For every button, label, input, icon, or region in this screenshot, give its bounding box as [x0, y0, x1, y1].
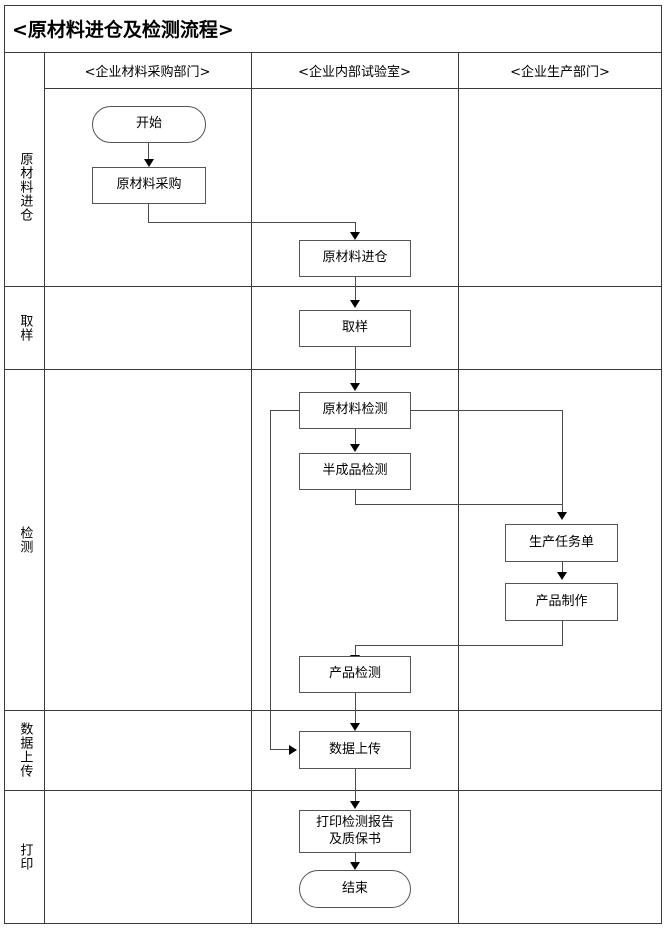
grid-hline-row1 [5, 286, 662, 287]
edge-manufacture-to-producttest-v2 [354, 645, 356, 658]
edge-rawtest-to-order-h [410, 410, 563, 412]
grid-vline-col2 [458, 53, 459, 924]
grid-hline-row4 [5, 790, 662, 791]
edge-start-to-purchase-arrow [143, 159, 154, 167]
node-sampling[interactable]: 取样 [299, 310, 411, 347]
edge-intake-to-sampling-arrow [350, 300, 361, 308]
node-product-test[interactable]: 产品检测 [299, 656, 411, 693]
edge-semitest-down-v [354, 490, 356, 505]
row-label-printing: 打印 [5, 790, 44, 924]
diagram-title: <原材料进仓及检测流程> [12, 19, 234, 41]
node-raw-material-intake[interactable]: 原材料进仓 [299, 240, 411, 277]
edge-print-to-end-line [354, 852, 356, 864]
row-label-testing-text: 检测 [17, 525, 33, 554]
row-label-sampling-text: 取样 [17, 313, 33, 342]
edge-semitest-to-order-h [355, 504, 562, 506]
edge-rawtest-feedback-h1 [270, 410, 300, 412]
edge-manufacture-to-producttest-v1 [561, 621, 563, 646]
edge-rawtest-feedback-v [270, 410, 272, 750]
column-header-laboratory: <企业内部试验室> [298, 65, 411, 80]
edge-rawtest-feedback-h2 [270, 749, 291, 751]
node-raw-material-purchase[interactable]: 原材料采购 [92, 167, 206, 204]
node-product-manufacture[interactable]: 产品制作 [505, 583, 618, 621]
row-label-testing: 检测 [5, 369, 44, 710]
row-label-data-upload: 数据上传 [5, 710, 44, 790]
edge-start-to-purchase-line [148, 142, 150, 161]
grid-vline-label-col [44, 53, 45, 924]
edge-rawtest-to-semitest-arrow [350, 444, 361, 452]
edge-producttest-to-upload-line [354, 693, 356, 725]
column-header-purchasing: <企业材料采购部门> [84, 65, 211, 80]
edge-sampling-to-rawtest-arrow [350, 383, 361, 391]
diagram-title-band: <原材料进仓及检测流程> [4, 5, 662, 53]
edge-rawtest-to-order-arrow [557, 512, 568, 520]
edge-purchase-to-intake-v2 [354, 222, 356, 235]
column-header-production: <企业生产部门> [510, 65, 610, 80]
edge-rawtest-to-semitest-line [354, 429, 356, 446]
node-raw-material-test[interactable]: 原材料检测 [299, 392, 411, 429]
row-label-sampling: 取样 [5, 286, 44, 369]
edge-manufacture-to-producttest-h [355, 645, 562, 647]
edge-purchase-to-intake-arrow [350, 232, 361, 240]
row-label-intake: 原材料进仓 [5, 88, 44, 286]
row-label-intake-text: 原材料进仓 [17, 152, 33, 222]
node-start[interactable]: 开始 [92, 106, 206, 143]
grid-vline-col1 [251, 53, 252, 924]
node-data-upload[interactable]: 数据上传 [299, 731, 411, 769]
edge-purchase-to-intake-v1 [148, 204, 150, 223]
row-label-data-upload-text: 数据上传 [17, 722, 33, 778]
edge-purchase-to-intake-h [148, 222, 356, 224]
node-production-order[interactable]: 生产任务单 [505, 524, 618, 562]
node-semi-finished-test[interactable]: 半成品检测 [299, 453, 411, 490]
grid-hline-row2 [5, 369, 662, 370]
grid-hline-row3 [5, 710, 662, 711]
edge-intake-to-sampling-line [354, 277, 356, 302]
edge-order-to-manufacture-line [561, 562, 563, 574]
grid-hline-header [44, 88, 662, 89]
edge-order-to-manufacture-arrow [557, 572, 568, 580]
node-end[interactable]: 结束 [299, 870, 411, 908]
edge-print-to-end-arrow [350, 862, 361, 870]
edge-sampling-to-rawtest-line [354, 347, 356, 385]
edge-rawtest-feedback-arrow [289, 745, 297, 755]
edge-upload-to-print-arrow [350, 801, 361, 809]
edge-rawtest-to-order-v [561, 410, 563, 514]
edge-producttest-to-upload-arrow [350, 723, 361, 731]
diagram-outer-frame [4, 5, 662, 924]
row-label-printing-text: 打印 [17, 843, 33, 871]
edge-upload-to-print-line [354, 769, 356, 803]
node-print-report[interactable]: 打印检测报告 及质保书 [299, 810, 411, 853]
